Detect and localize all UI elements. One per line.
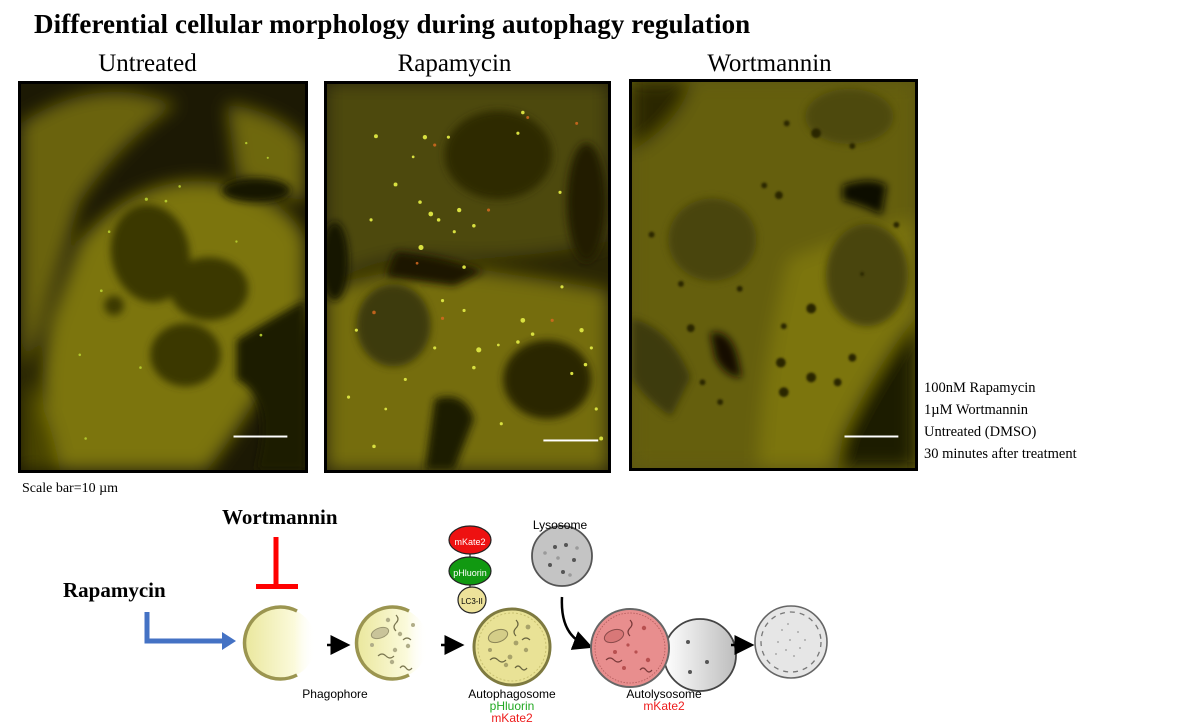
activator-label: Rapamycin (63, 578, 166, 602)
scale-bar (844, 435, 899, 438)
lysosome-label: Lysosome (532, 518, 588, 532)
micrograph-wortmannin (629, 79, 918, 471)
degraded-vesicle-icon (754, 605, 828, 679)
stage-name: Autolysosome (626, 687, 702, 701)
phagophore-cargo-icon (354, 605, 428, 681)
condition-wortmannin: 1µM Wortmannin (924, 402, 1028, 418)
treatment-conditions: 100nM Rapamycin 1µM Wortmannin Untreated… (924, 377, 1077, 465)
autophagosome-icon (472, 607, 552, 687)
phluorin-icon (448, 556, 492, 586)
stage-name: Autophagosome (468, 687, 556, 701)
autolysosome-icon (590, 608, 737, 692)
micrograph-untreated (18, 81, 308, 473)
phagophore-icon (242, 605, 316, 681)
marker-mkate2: mKate2 (491, 711, 533, 725)
construct-phluorin-label: pHluorin (453, 568, 487, 578)
construct-lc3-label: LC3-II (461, 597, 483, 606)
condition-untreated: Untreated (DMSO) (924, 424, 1037, 440)
inhibitor-label: Wortmannin (222, 505, 338, 529)
panel-label-wortmannin: Wortmannin (707, 50, 832, 77)
stage-autolysosome-label: Autolysosome mKate2 (612, 688, 716, 712)
autophagy-pathway-diagram (144, 525, 828, 692)
reporter-construct (448, 525, 492, 614)
panel-label-rapamycin: Rapamycin (397, 50, 512, 77)
scale-bar (543, 439, 599, 442)
lysosome-icon (531, 525, 593, 587)
lc3-icon (457, 586, 487, 614)
stage-autophagosome-label: Autophagosome pHluorin mKate2 (460, 688, 564, 724)
marker-mkate2: mKate2 (643, 699, 685, 713)
condition-rapamycin: 100nM Rapamycin (924, 380, 1036, 396)
fusion-arrow-icon (560, 596, 593, 650)
construct-mkate2-label: mKate2 (454, 537, 486, 547)
stage-phagophore-label: Phagophore (302, 687, 368, 701)
mkate2-icon (448, 525, 492, 555)
marker-phluorin: pHluorin (489, 699, 535, 713)
figure-title: Differential cellular morphology during … (34, 9, 751, 39)
activation-arrow-icon (144, 612, 236, 650)
panel-label-untreated: Untreated (98, 50, 197, 77)
scale-bar (233, 435, 288, 438)
micrograph-rapamycin (324, 81, 611, 473)
condition-timepoint: 30 minutes after treatment (924, 446, 1077, 462)
scale-bar-note: Scale bar=10 µm (22, 481, 119, 496)
inhibitor-icon (256, 537, 298, 589)
